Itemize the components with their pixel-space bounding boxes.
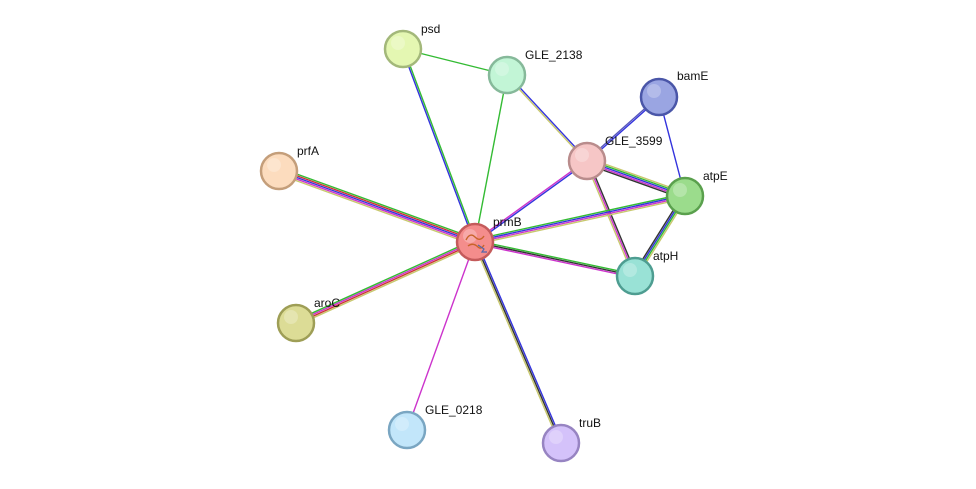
node-circle[interactable] xyxy=(387,410,427,450)
node-GLE_3599[interactable]: GLE_3599 xyxy=(567,134,663,181)
node-circle[interactable] xyxy=(487,55,527,95)
edge-channel-line xyxy=(295,240,475,323)
edge-channel-line xyxy=(475,239,636,276)
edge-channel-line xyxy=(474,242,635,279)
node-label: prfA xyxy=(297,144,319,158)
edge-channel-line xyxy=(474,159,587,242)
edge-channel-line xyxy=(296,243,477,326)
node-label: aroC xyxy=(314,296,340,310)
edge-channel-line xyxy=(505,75,587,163)
edge-channel-line xyxy=(586,160,636,277)
edge-prmB-aroC[interactable] xyxy=(294,239,477,326)
edge-channel-line xyxy=(475,161,588,244)
edge-channel-line xyxy=(474,74,508,243)
node-highlight xyxy=(673,183,687,197)
node-label: truB xyxy=(579,416,601,430)
node-label: GLE_2138 xyxy=(525,48,583,62)
node-label: psd xyxy=(421,22,440,36)
node-highlight xyxy=(647,84,661,98)
node-label: bamE xyxy=(677,69,708,83)
edge-prmB-atpH[interactable] xyxy=(474,239,636,279)
node-circle[interactable] xyxy=(259,151,299,191)
node-circle[interactable] xyxy=(383,29,423,69)
node-highlight xyxy=(391,36,405,50)
edge-channel-line xyxy=(474,241,562,444)
edge-channel-line xyxy=(279,167,477,240)
node-prfA[interactable]: prfA xyxy=(259,144,319,191)
edge-channel-line xyxy=(584,161,635,277)
edge-channel-line xyxy=(294,239,475,322)
node-atpH[interactable]: atpH xyxy=(615,249,678,296)
edge-channel-line xyxy=(403,48,477,242)
node-circle[interactable] xyxy=(455,222,495,262)
node-label: prmB xyxy=(493,215,522,229)
edge-channel-line xyxy=(474,194,685,242)
edge-channel-line xyxy=(507,73,589,161)
node-highlight xyxy=(623,263,637,277)
protein-structure-detail-icon xyxy=(477,244,487,253)
node-highlight xyxy=(575,148,589,162)
edge-GLE_2138-GLE_3599[interactable] xyxy=(505,73,589,163)
edge-channel-line xyxy=(472,242,561,444)
edge-prmB-psd[interactable] xyxy=(401,48,477,243)
node-psd[interactable]: psd xyxy=(383,22,440,69)
edge-prmB-atpE[interactable] xyxy=(474,192,686,246)
node-prmB[interactable]: prmB xyxy=(455,215,522,262)
edge-channel-line xyxy=(475,197,686,246)
edge-prmB-GLE_0218[interactable] xyxy=(406,241,476,431)
node-truB[interactable]: truB xyxy=(541,416,601,463)
node-atpE[interactable]: atpE xyxy=(665,169,728,216)
node-GLE_2138[interactable]: GLE_2138 xyxy=(487,48,583,95)
edge-channel-line xyxy=(474,192,685,241)
edge-GLE_3599-atpH[interactable] xyxy=(584,160,638,277)
edge-prmB-prfA[interactable] xyxy=(277,167,477,246)
edge-GLE_3599-prmB[interactable] xyxy=(474,159,588,244)
node-aroC[interactable]: aroC xyxy=(276,296,340,343)
node-highlight xyxy=(284,310,298,324)
edge-channel-line xyxy=(401,49,475,243)
edge-channel-line xyxy=(474,241,636,277)
edge-channel-line xyxy=(475,241,564,443)
node-highlight xyxy=(267,158,281,172)
node-bamE[interactable]: bamE xyxy=(639,69,708,117)
edge-channel-line xyxy=(587,160,638,276)
node-circle[interactable] xyxy=(276,303,316,343)
edge-prmB-truB[interactable] xyxy=(472,241,564,444)
edge-prmB-GLE_2138[interactable] xyxy=(474,74,508,243)
node-label: GLE_0218 xyxy=(425,403,483,417)
edge-channel-line xyxy=(278,170,476,243)
node-circle[interactable] xyxy=(615,256,655,296)
node-circle[interactable] xyxy=(639,77,679,117)
node-circle[interactable] xyxy=(567,141,607,181)
node-highlight xyxy=(495,62,509,76)
node-label: atpE xyxy=(703,169,728,183)
node-highlight xyxy=(549,430,563,444)
node-highlight xyxy=(395,417,409,431)
node-circle[interactable] xyxy=(541,423,581,463)
node-label: atpH xyxy=(653,249,678,263)
node-circle[interactable] xyxy=(665,176,705,216)
node-GLE_0218[interactable]: GLE_0218 xyxy=(387,403,483,450)
edge-channel-line xyxy=(475,196,686,244)
node-label: GLE_3599 xyxy=(605,134,663,148)
edge-channel-line xyxy=(279,168,476,242)
edge-channel-line xyxy=(296,242,476,325)
edge-channel-line xyxy=(278,171,475,245)
edge-channel-line xyxy=(277,173,475,246)
edge-channel-line xyxy=(406,241,476,431)
